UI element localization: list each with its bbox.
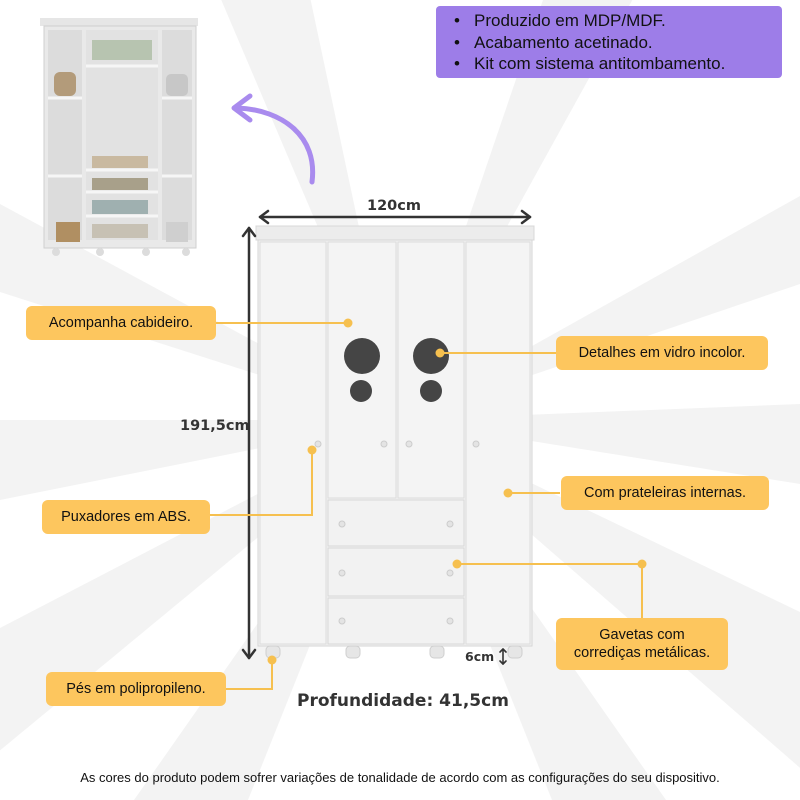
callout-text: corrediças metálicas.	[573, 645, 711, 661]
feature-list: Produzido em MDP/MDF. Acabamento acetina…	[436, 6, 782, 78]
feet-dimension-line	[499, 648, 507, 665]
callout-handles: Puxadores em ABS.	[42, 500, 210, 534]
callout-text: Puxadores em ABS.	[61, 509, 191, 525]
callout-text: Detalhes em vidro incolor.	[578, 345, 746, 361]
height-dimension-line	[241, 226, 257, 660]
feature-item: Produzido em MDP/MDF.	[454, 10, 782, 32]
callout-text: Gavetas com	[599, 627, 685, 643]
width-dimension-label: 120cm	[367, 198, 421, 214]
height-dimension-label: 191,5cm	[180, 418, 250, 434]
callout-dots	[267, 318, 647, 665]
callout-text: Pés em polipropileno.	[66, 681, 206, 697]
callout-shelves: Com prateleiras internas.	[561, 476, 769, 510]
callout-drawers: Gavetas com corrediças metálicas.	[556, 618, 728, 670]
feature-item: Kit com sistema antitombamento.	[454, 53, 782, 75]
callout-connectors	[210, 322, 643, 690]
callout-hanger: Acompanha cabideiro.	[26, 306, 216, 340]
callout-feet: Pés em polipropileno.	[46, 672, 226, 706]
callout-text: Acompanha cabideiro.	[48, 315, 194, 331]
callout-text: Com prateleiras internas.	[584, 485, 746, 501]
depth-label: Profundidade: 41,5cm	[297, 691, 509, 711]
width-dimension-line	[258, 209, 532, 225]
feature-item: Acabamento acetinado.	[454, 32, 782, 54]
callout-glass: Detalhes em vidro incolor.	[556, 336, 768, 370]
feet-height-label: 6cm	[465, 649, 495, 664]
pointer-arrow-icon	[231, 93, 316, 185]
open-wardrobe-image	[40, 18, 198, 256]
color-disclaimer: As cores do produto podem sofrer variaçõ…	[80, 770, 720, 785]
closed-wardrobe-image	[255, 225, 535, 659]
